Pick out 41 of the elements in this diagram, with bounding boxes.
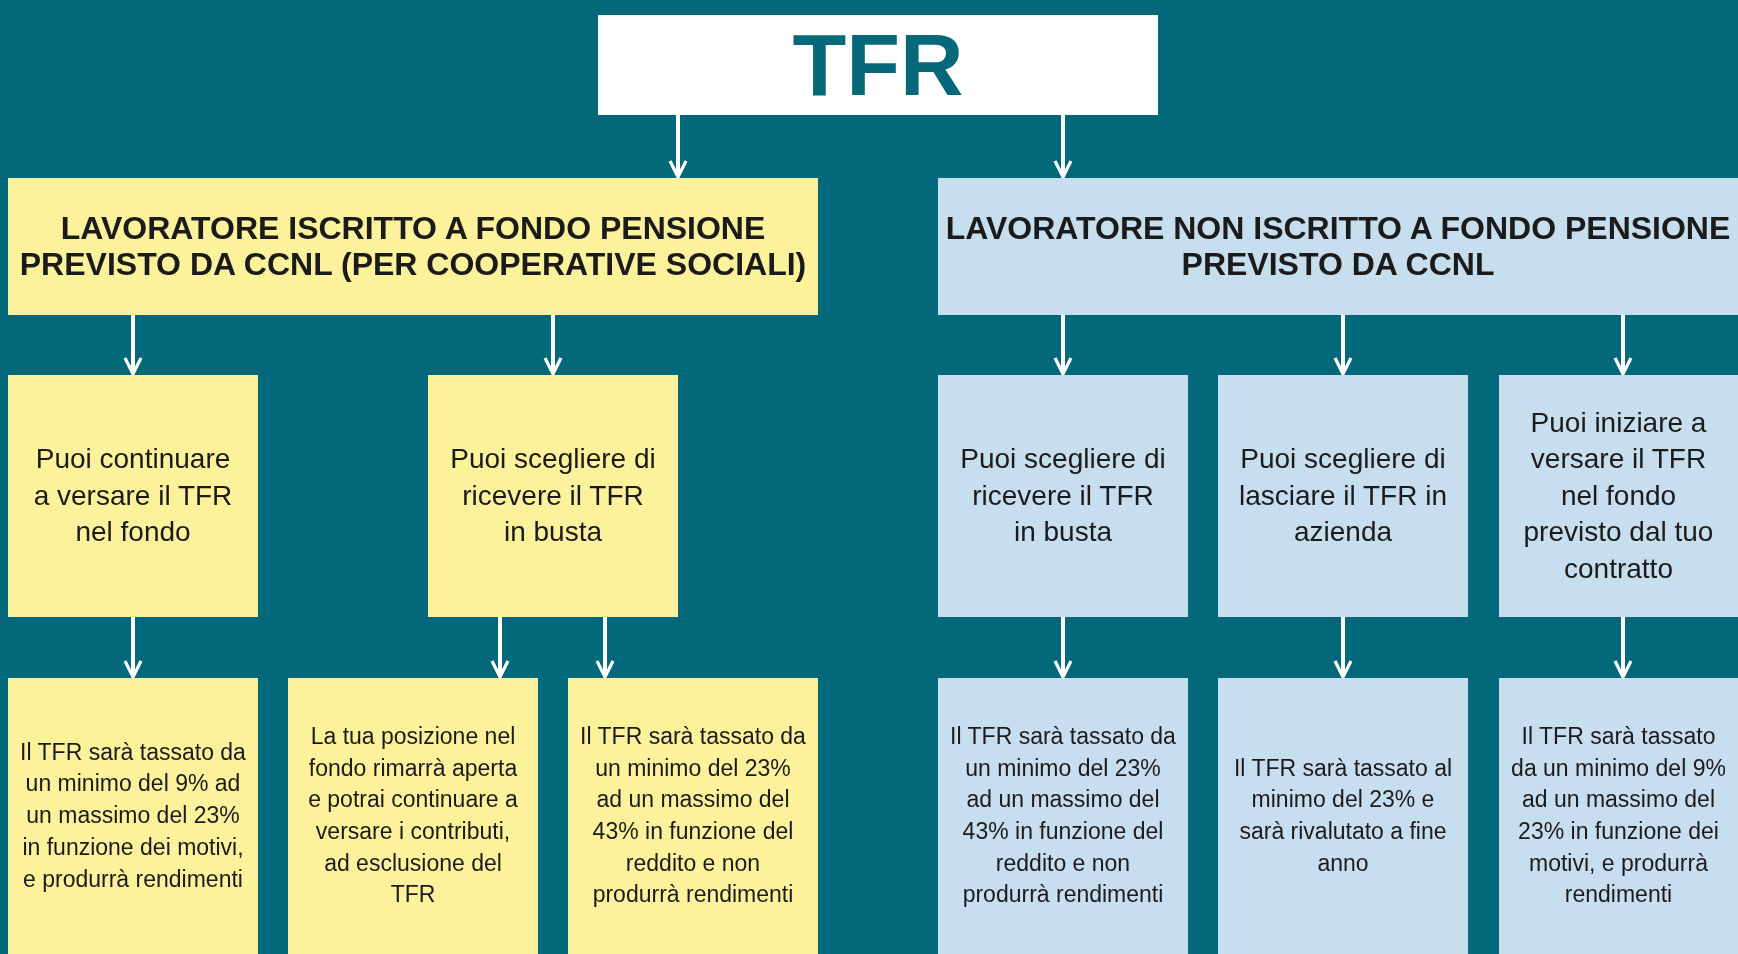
arrow [668, 115, 688, 179]
box-text: Il TFR sarà tassato al minimo del 23% e sarà rivalutato a fine anno [1232, 753, 1454, 878]
arrow [1333, 617, 1353, 679]
box-text: LAVORATORE NON ISCRITTO A FONDO PENSIONE PREVISTO DA CCNL [944, 211, 1732, 282]
arrow [123, 315, 143, 376]
arrow [123, 617, 143, 679]
box-text: Il TFR sarà tassato da un minimo del 23% ad un massimo del 43% in funzione del reddito e non produrrà rendimenti [580, 721, 806, 910]
category-box [8, 178, 818, 315]
box-text: La tua posizione nel fondo rimarrà aperta e potrai continuare a versare i contributi, ad esclusione del TFR [307, 721, 519, 910]
outcome-box [1499, 678, 1738, 954]
option-box [938, 375, 1188, 617]
box-text: Puoi scegliere di ricevere il TFR in busta [959, 442, 1167, 550]
title-box [598, 15, 1158, 115]
arrow [1613, 617, 1633, 679]
arrow [595, 617, 615, 679]
option-box [1218, 375, 1468, 617]
option-box [8, 375, 258, 617]
category-box [938, 178, 1738, 315]
box-text: LAVORATORE ISCRITTO A FONDO PENSIONE PREVISTO DA CCNL (PER COOPERATIVE SOCIALI) [18, 211, 808, 282]
outcome-box [8, 678, 258, 954]
outcome-box [1218, 678, 1468, 954]
arrow [543, 315, 563, 376]
arrow [1053, 315, 1073, 376]
arrow [490, 617, 510, 679]
option-box [1499, 375, 1738, 617]
box-text: Il TFR sarà tassato da un minimo del 9% ad un massimo del 23% in funzione dei motivi, e produrrà rendimenti [20, 737, 246, 894]
arrow [1613, 315, 1633, 376]
outcome-box [288, 678, 538, 954]
arrow [1333, 315, 1353, 376]
box-text: Puoi iniziare a versare il TFR nel fondo previsto dal tuo contratto [1522, 406, 1715, 586]
box-text: Il TFR sarà tassato da un minimo del 9% ad un massimo del 23% in funzione dei motivi, e produrrà rendimenti [1511, 721, 1726, 910]
outcome-box [568, 678, 818, 954]
box-text: Il TFR sarà tassato da un minimo del 23% ad un massimo del 43% in funzione del reddito e non produrrà rendimenti [950, 721, 1176, 910]
box-text: Puoi scegliere di lasciare il TFR in azienda [1238, 442, 1448, 550]
arrow [1053, 115, 1073, 179]
box-text: Puoi continuare a versare il TFR nel fondo [32, 442, 234, 550]
box-text: Puoi scegliere di ricevere il TFR in busta [449, 442, 657, 550]
box-text: TFR [792, 21, 964, 109]
outcome-box [938, 678, 1188, 954]
arrow [1053, 617, 1073, 679]
option-box [428, 375, 678, 617]
